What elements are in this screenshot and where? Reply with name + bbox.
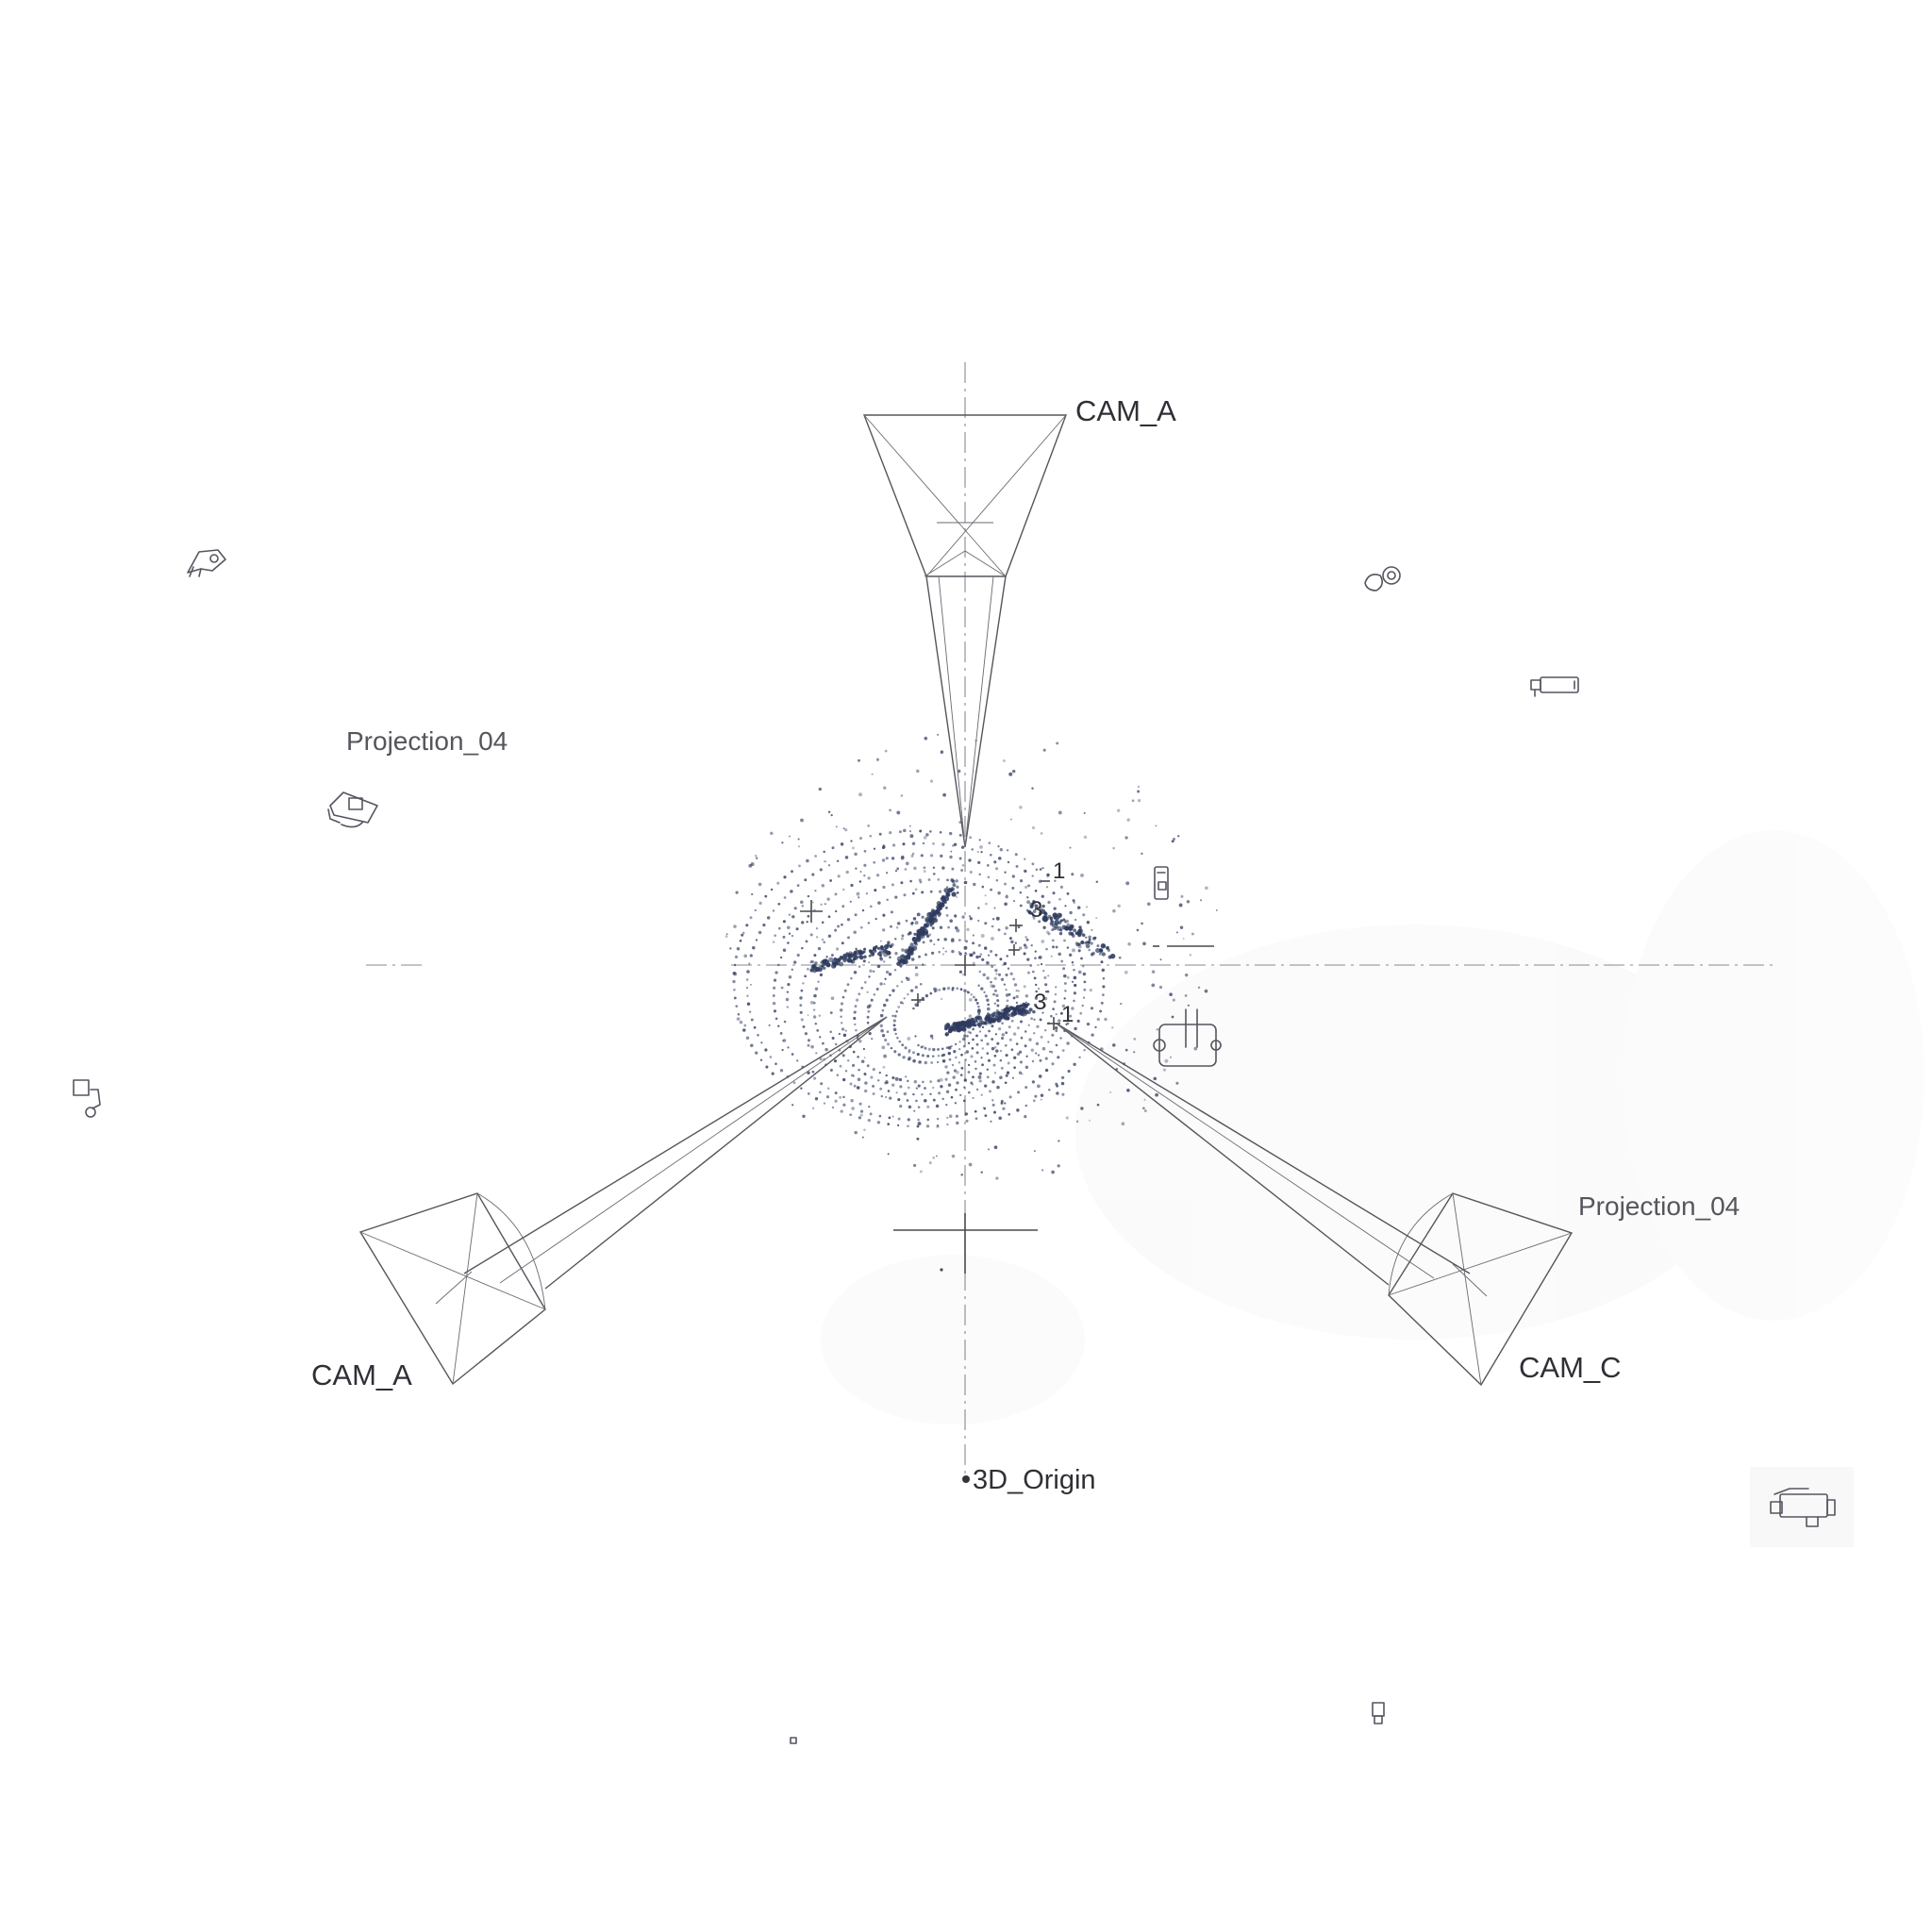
circuit-block-icon: [1153, 1008, 1222, 1067]
crosshair-markers: [800, 880, 1214, 1274]
smartphone-icon: [1154, 866, 1169, 900]
paper-texture: [821, 830, 1924, 1547]
marker-label-3a: 3: [1030, 897, 1042, 923]
marker-label-1a: 1: [1053, 858, 1065, 884]
camera-label-left: CAM_A: [311, 1358, 412, 1391]
point-cloud: [724, 733, 1218, 1180]
small-square-icon: [790, 1737, 797, 1744]
projector-icon: [1770, 1488, 1836, 1527]
pcb-bracket-icon: [73, 1079, 101, 1118]
camera-label-top: CAM_A: [1075, 394, 1176, 427]
origin-marker: [962, 1475, 970, 1483]
camera-frustum-left: [358, 1016, 888, 1386]
cable-clip-icon: [1372, 1702, 1385, 1724]
robot-arm-icon: [187, 549, 226, 577]
camera-frustum-top: [862, 414, 1068, 848]
marker-label-3b: 3: [1034, 990, 1046, 1015]
camera-frustum-right: [1056, 1023, 1574, 1387]
battery-icon: [1530, 676, 1579, 697]
gear-cluster-icon: [1364, 566, 1401, 591]
camera-label-right: CAM_C: [1519, 1351, 1622, 1384]
marker-label-1b: 1: [1061, 1002, 1074, 1027]
projection-label-left: Projection_04: [346, 726, 508, 756]
camera-module-icon: [327, 791, 378, 828]
projection-label-right: Projection_04: [1578, 1191, 1740, 1221]
origin-label: 3D_Origin: [973, 1465, 1096, 1495]
